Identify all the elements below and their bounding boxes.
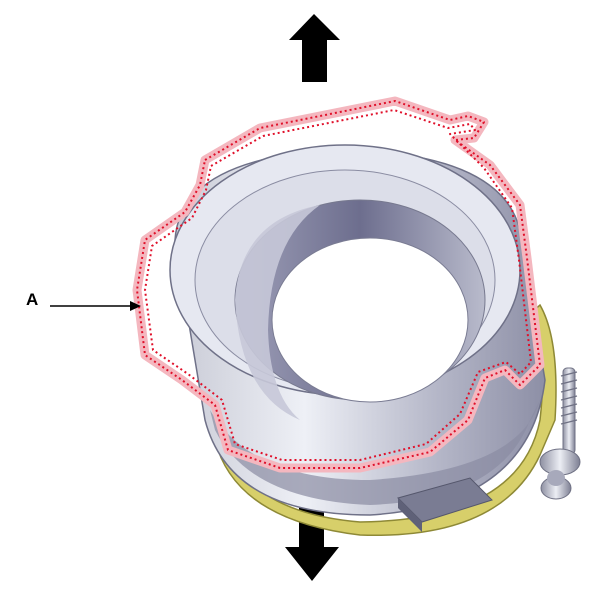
arrow-up-icon [289,14,340,82]
arrow-down-icon [285,507,339,581]
callout-label-a: A [26,290,39,309]
callout-leader [50,301,141,311]
bolt [539,367,581,500]
cylinder-rim [169,144,521,420]
highlighted-part-a [132,96,545,473]
